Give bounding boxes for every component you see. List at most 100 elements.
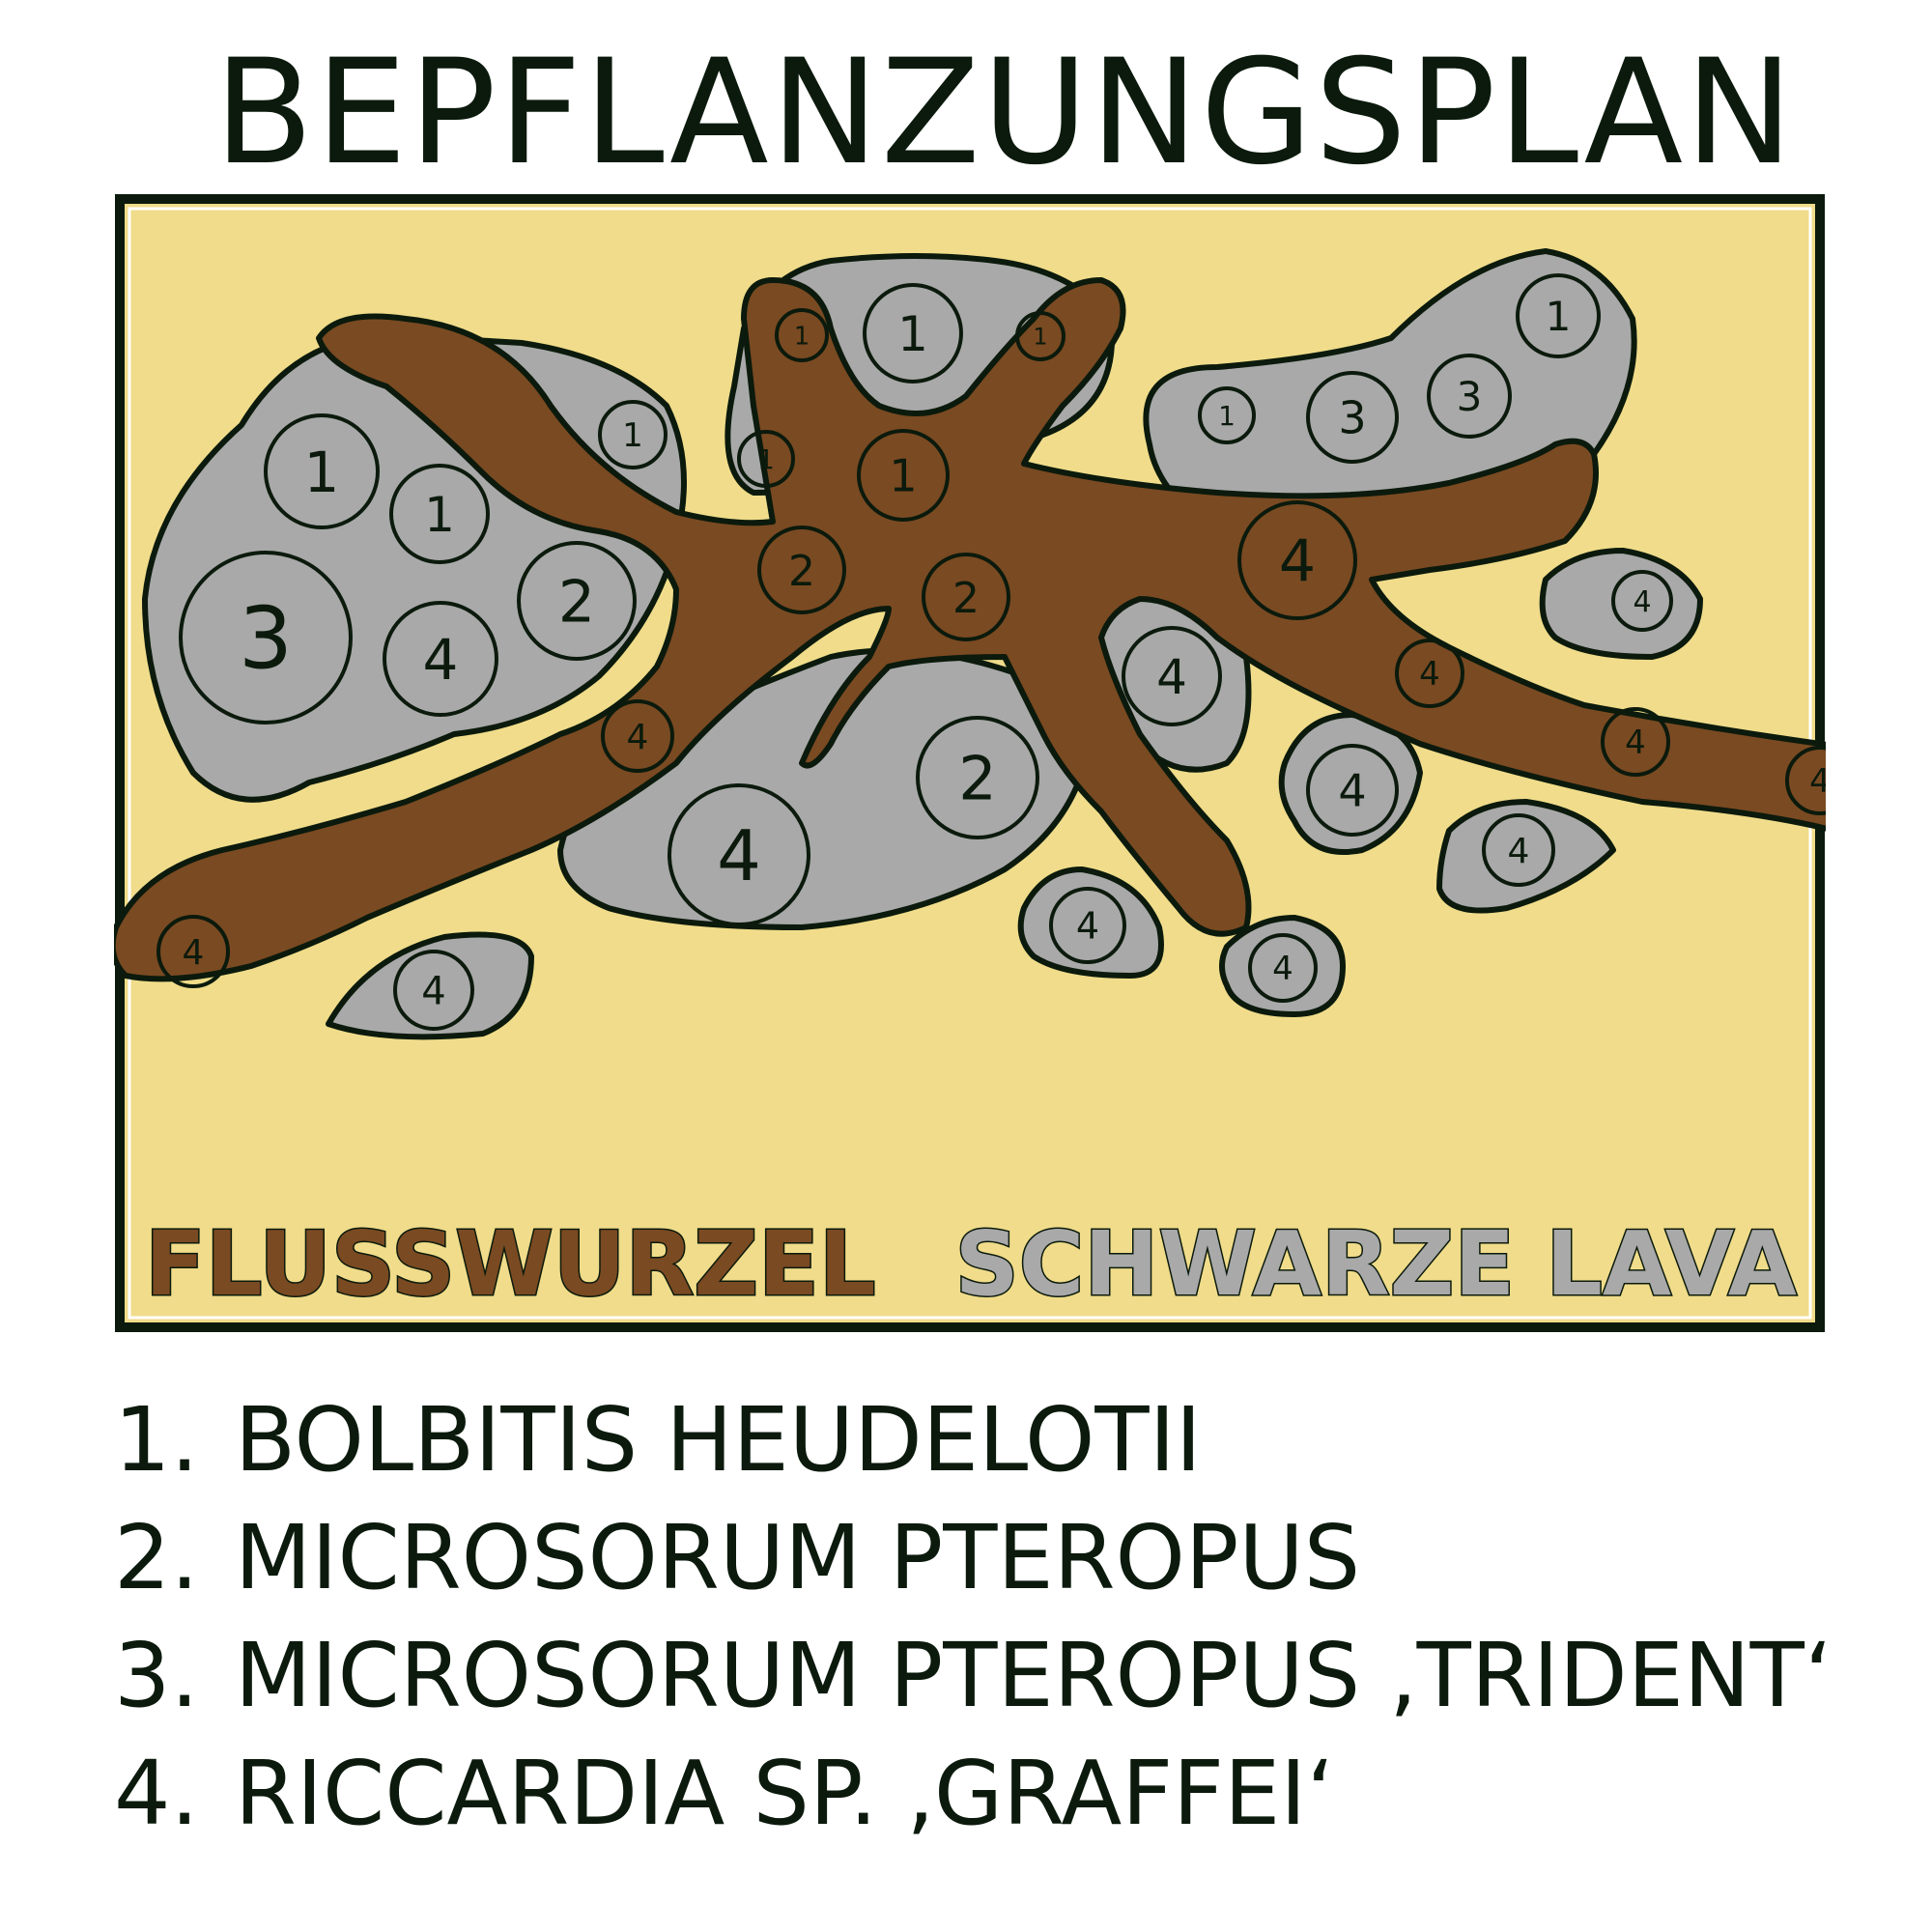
plant-marker-2: 2 (916, 716, 1039, 839)
plant-marker-1: 1 (1516, 273, 1601, 358)
plant-marker-4: 4 (601, 699, 674, 773)
marker-number: 4 (1338, 765, 1366, 817)
marker-number: 4 (183, 933, 205, 973)
marker-number: 4 (1076, 905, 1099, 948)
marker-number: 2 (558, 569, 595, 637)
marker-circle (383, 601, 498, 717)
legend-number: 2. (114, 1506, 199, 1609)
plant-marker-2: 2 (757, 526, 846, 614)
plant-marker-2: 2 (517, 541, 637, 661)
marker-number: 1 (1218, 400, 1236, 432)
legend-item-2: 2. MICROSORUM PTEROPUS (114, 1499, 1833, 1617)
legend-plant-name: RICCARDIA SP. ‚GRAFFEI‘ (235, 1742, 1335, 1845)
legend-item-1: 1. BOLBITIS HEUDELOTII (114, 1381, 1833, 1499)
marker-number: 1 (424, 487, 455, 543)
lava-stone-small-3 (1436, 799, 1616, 914)
plant-marker-4: 4 (1611, 570, 1673, 632)
marker-circle (179, 551, 353, 724)
marker-circle (1306, 371, 1399, 464)
lava-stone-small-6 (326, 931, 534, 1040)
plant-marker-1: 1 (1198, 386, 1256, 444)
plant-marker-4: 4 (1248, 933, 1318, 1003)
marker-number: 1 (622, 416, 643, 455)
marker-circle (1785, 746, 1826, 815)
lava-stone-small-4 (1017, 867, 1164, 979)
marker-circle (1306, 744, 1399, 837)
plant-marker-1: 1 (598, 400, 668, 469)
marker-circle (916, 716, 1039, 839)
marker-number: 3 (1338, 392, 1366, 444)
marker-number: 4 (1419, 655, 1440, 694)
marker-number: 4 (717, 815, 761, 896)
marker-circle (1015, 311, 1065, 361)
marker-number: 1 (1033, 324, 1047, 351)
plant-marker-1: 1 (775, 308, 829, 362)
plant-marker-4: 4 (393, 950, 474, 1031)
marker-number: 4 (421, 969, 445, 1013)
plant-marker-4: 4 (1237, 500, 1357, 620)
plant-marker-1: 1 (389, 464, 490, 564)
marker-number: 4 (1508, 832, 1530, 871)
marker-number: 1 (897, 306, 928, 362)
marker-circle (156, 915, 230, 988)
legend-plant-name: MICROSORUM PTEROPUS (235, 1506, 1361, 1609)
plant-marker-1: 1 (1015, 311, 1065, 361)
marker-number: 4 (423, 627, 459, 693)
legend-item-3: 3. MICROSORUM PTEROPUS ‚TRIDENT‘ (114, 1617, 1833, 1735)
marker-circle (863, 283, 963, 384)
plant-marker-4: 4 (1785, 746, 1826, 815)
marker-number: 4 (1633, 585, 1651, 619)
plant-marker-4: 4 (1601, 707, 1670, 777)
marker-number: 4 (1809, 762, 1826, 801)
marker-number: 1 (1546, 293, 1572, 340)
lava-stone-small-5 (1219, 915, 1346, 1017)
marker-number: 2 (788, 547, 815, 596)
marker-number: 1 (757, 443, 775, 475)
plant-marker-3: 3 (1306, 371, 1399, 464)
plant-marker-3: 3 (1427, 354, 1512, 439)
plant-marker-1: 1 (737, 430, 795, 488)
marker-circle (1611, 570, 1673, 632)
marker-number: 3 (239, 589, 293, 689)
marker-circle (264, 413, 380, 529)
lava-label: SCHWARZE LAVA (955, 1212, 1797, 1316)
legend-number: 4. (114, 1742, 199, 1845)
plant-marker-4: 4 (668, 783, 810, 926)
marker-circle (1248, 933, 1318, 1003)
legend-number: 3. (114, 1624, 199, 1727)
marker-number: 4 (1156, 649, 1187, 705)
marker-number: 4 (627, 718, 649, 757)
plant-marker-3: 3 (179, 551, 353, 724)
legend-plant-name: BOLBITIS HEUDELOTII (235, 1388, 1202, 1492)
marker-number: 1 (889, 450, 917, 502)
marker-circle (1237, 500, 1357, 620)
plant-marker-4: 4 (1306, 744, 1399, 837)
plant-marker-4: 4 (383, 601, 498, 717)
plant-marker-1: 1 (264, 413, 380, 529)
marker-number: 4 (1279, 528, 1316, 596)
plant-marker-4: 4 (1482, 813, 1555, 887)
marker-number: 1 (794, 322, 810, 351)
marker-circle (1049, 887, 1126, 964)
plant-legend: 1. BOLBITIS HEUDELOTII 2. MICROSORUM PTE… (114, 1381, 1833, 1853)
marker-circle (598, 400, 668, 469)
plant-marker-4: 4 (1049, 887, 1126, 964)
plant-marker-1: 1 (857, 429, 950, 522)
marker-circle (389, 464, 490, 564)
plant-marker-4: 4 (1395, 639, 1464, 708)
marker-circle (757, 526, 846, 614)
marker-circle (668, 783, 810, 926)
legend-plant-name: MICROSORUM PTEROPUS ‚TRIDENT‘ (235, 1624, 1833, 1727)
plant-marker-4: 4 (156, 915, 230, 988)
marker-circle (601, 699, 674, 773)
marker-number: 1 (304, 440, 340, 505)
plant-marker-2: 2 (922, 553, 1010, 641)
marker-circle (857, 429, 950, 522)
marker-number: 2 (958, 743, 996, 813)
marker-circle (1122, 626, 1222, 726)
marker-circle (393, 950, 474, 1031)
marker-circle (1198, 386, 1256, 444)
